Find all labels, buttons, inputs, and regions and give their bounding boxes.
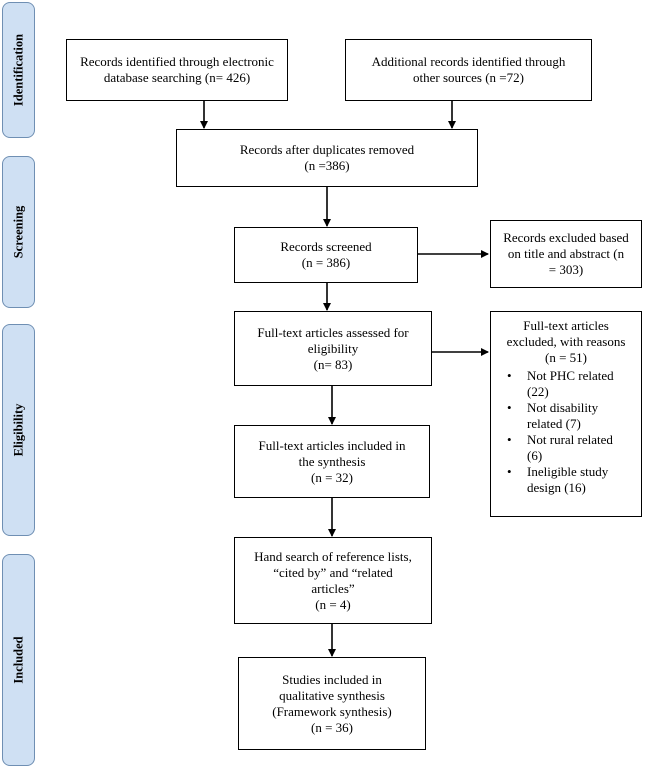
additional-line1: Additional records identified through [371,54,566,69]
hand-search-line2: “cited by” and “related [273,564,393,580]
screened-line2: (n = 386) [301,255,351,270]
exclusion-reason: Not rural related (6) [507,432,635,464]
box-electronic-records: Records identified through electronic da… [66,39,288,101]
reason-2-line2: (6) [527,448,543,463]
exclusion-reasons-list: Not PHC related (22) Not disability rela… [497,368,635,496]
ft-included-line3: (n = 32) [311,469,353,485]
reason-3-line2: design (16) [527,480,586,495]
reason-1-line2: related (7) [527,416,581,431]
duplicates-line2: (n =386) [304,158,350,173]
assessed-line3: (n= 83) [313,356,353,372]
excluded-head1: Full-text articles [523,318,609,333]
electronic-line2: database searching (n= 426) [103,70,251,85]
reason-2-line1: Not rural related [527,432,613,447]
studies-line4: (n = 36) [311,719,353,735]
box-additional-records: Additional records identified through ot… [345,39,592,101]
assessed-line1: Full-text articles assessed for [257,324,409,340]
reason-0-line1: Not PHC related [527,368,614,383]
box-records-screened: Records screened (n = 386) [234,227,418,283]
box-hand-search: Hand search of reference lists, “cited b… [234,537,432,624]
duplicates-line1: Records after duplicates removed [239,142,415,157]
ft-included-line1: Full-text articles included in [258,437,406,453]
electronic-line1: Records identified through electronic [80,54,274,69]
reason-3-line1: Ineligible study [527,464,609,479]
stage-label-included: Included [2,554,35,766]
excluded-title-line3: = 303) [548,262,584,277]
hand-search-line3: articles” [311,580,355,596]
box-fulltext-excluded: Full-text articles excluded, with reason… [490,311,642,517]
excluded-head3: (n = 51) [545,350,587,365]
reason-1-line1: Not disability [527,400,599,415]
studies-line1: Studies included in [282,671,382,687]
studies-line2: qualitative synthesis [279,687,385,703]
stage-label-screening: Screening [2,156,35,308]
studies-line3: (Framework synthesis) [272,703,392,719]
box-fulltext-included: Full-text articles included in the synth… [234,425,430,498]
hand-search-line4: (n = 4) [315,596,351,612]
box-excluded-title-abstract: Records excluded based on title and abst… [490,220,642,288]
box-studies-included: Studies included in qualitative synthesi… [238,657,426,750]
additional-line2: other sources (n =72) [413,70,524,85]
reason-0-line2: (22) [527,384,549,399]
exclusion-reason: Not disability related (7) [507,400,635,432]
box-fulltext-assessed: Full-text articles assessed for eligibil… [234,311,432,386]
stage-label-identification: Identification [2,2,35,138]
stage-label-eligibility: Eligibility [2,324,35,536]
exclusion-reason: Not PHC related (22) [507,368,635,400]
hand-search-line1: Hand search of reference lists, [254,548,412,564]
ft-included-line2: the synthesis [298,453,366,469]
excluded-title-line1: Records excluded based [503,230,629,245]
exclusion-reason: Ineligible study design (16) [507,464,635,496]
box-duplicates-removed: Records after duplicates removed (n =386… [176,129,478,187]
excluded-title-line2: on title and abstract (n [507,246,625,261]
excluded-head2: excluded, with reasons [506,334,626,349]
assessed-line2: eligibility [307,340,359,356]
screened-line1: Records screened [280,239,372,254]
